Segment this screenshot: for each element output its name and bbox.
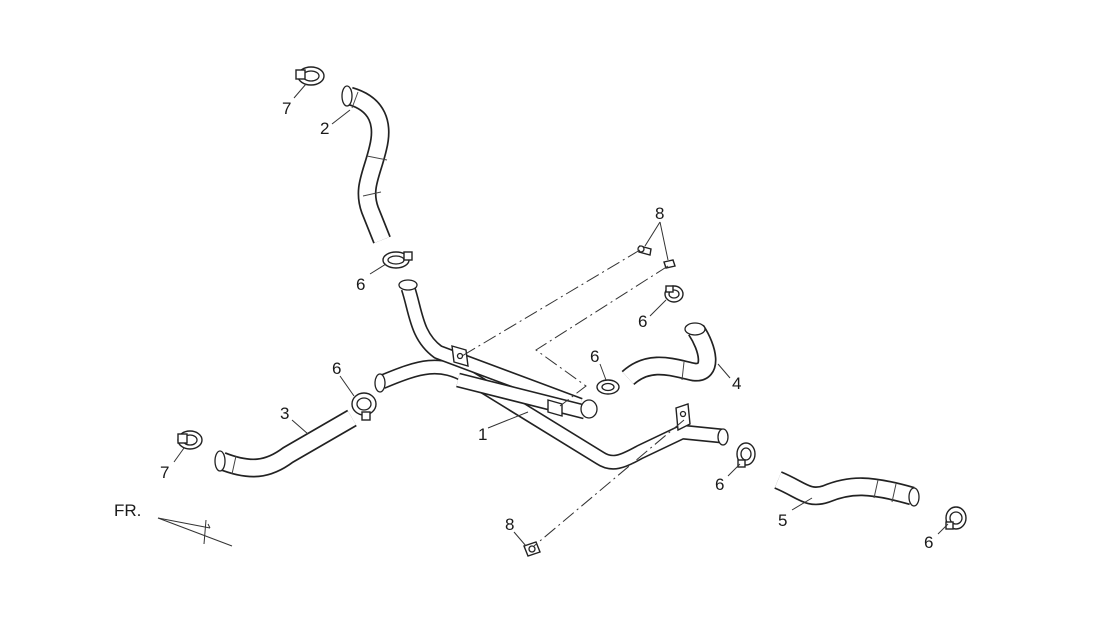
main-coolant-pipe-assembly [374, 279, 729, 470]
callout-part-7-top: 7 [282, 99, 291, 118]
hose-clamp-center [596, 379, 620, 395]
lower-right-hose [774, 471, 920, 507]
callout-part-4: 4 [732, 374, 741, 393]
bolt-upper-right [663, 259, 676, 269]
callout-part-1: 1 [478, 425, 487, 444]
front-direction-indicator: FR. [114, 501, 233, 547]
callout-part-5: 5 [778, 511, 787, 530]
hose-clamp-right-upper [664, 285, 684, 303]
callout-part-3: 3 [280, 404, 289, 423]
screw-clamp-bottom [177, 430, 203, 450]
callout-labels: 1 2 3 4 5 6 6 6 6 6 6 7 7 8 8 [160, 99, 933, 552]
front-direction-arrow-icon [157, 517, 233, 547]
bolt-lower [523, 541, 541, 557]
lower-left-hose [214, 409, 357, 478]
hose-clamp-lower-mid [736, 442, 756, 468]
callout-part-6-center: 6 [590, 347, 599, 366]
callout-part-8-upper: 8 [655, 204, 664, 223]
callout-part-2: 2 [320, 119, 329, 138]
front-direction-label: FR. [114, 501, 141, 520]
upper-hose [341, 85, 391, 244]
screw-clamp-top [295, 66, 325, 86]
hose-clamp-left [351, 392, 377, 421]
callout-part-6-left: 6 [332, 359, 341, 378]
callout-part-8-lower: 8 [505, 515, 514, 534]
callout-part-6-lower-right: 6 [924, 533, 933, 552]
assembly-center-lines [461, 249, 685, 547]
leader-lines [173, 83, 949, 547]
callout-part-6-top: 6 [356, 275, 365, 294]
callout-part-6-right-upper: 6 [638, 312, 647, 331]
hose-clamp-lower-right [945, 506, 967, 530]
right-short-hose [621, 322, 717, 386]
callout-part-7-bottom: 7 [160, 463, 169, 482]
callout-part-6-lower-mid: 6 [715, 475, 724, 494]
hose-clamp-top [382, 251, 413, 269]
